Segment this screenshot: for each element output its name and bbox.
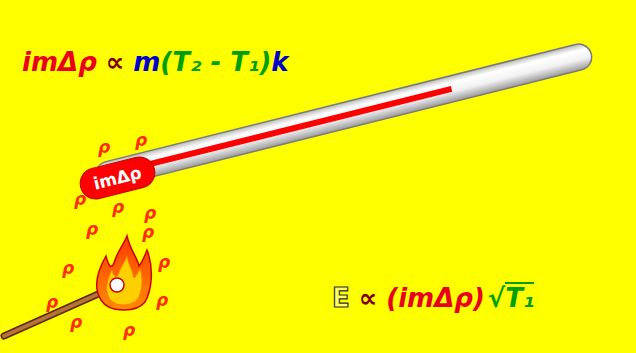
thermometer-tube <box>93 41 594 190</box>
formula-term: E <box>332 282 350 314</box>
formula-term: (imΔρ) <box>386 282 485 314</box>
formula-term: ∝ <box>359 282 378 314</box>
formula-term: T₁ <box>505 282 534 312</box>
formula: E ∝(imΔρ)√T₁ <box>332 282 534 314</box>
formula-term: ∝ <box>106 46 125 78</box>
formula-term: (T₂ - T₁) <box>160 46 271 78</box>
thermometer-bulb: imΔρ <box>76 153 158 203</box>
formula-term: √ <box>488 282 505 314</box>
rho-symbol: ρ <box>46 292 58 312</box>
rho-symbol: ρ <box>156 290 168 310</box>
formula-term: m <box>133 46 160 78</box>
rho-symbol: ρ <box>86 219 98 239</box>
rho-symbol: ρ <box>98 137 110 157</box>
formula: imΔρ ∝m(T₂ - T₁)k <box>22 46 289 78</box>
rho-symbol: ρ <box>135 130 147 150</box>
rho-symbol: ρ <box>112 197 124 217</box>
rho-symbol: ρ <box>158 252 170 272</box>
rho-symbol: ρ <box>144 203 156 223</box>
rho-symbol: ρ <box>123 320 135 340</box>
formula-term: k <box>271 46 288 78</box>
bulb-label: imΔρ <box>91 162 143 193</box>
formula-term: imΔρ <box>22 46 97 78</box>
match-head <box>110 278 124 292</box>
flame <box>97 236 152 310</box>
rho-symbol: ρ <box>70 312 82 332</box>
rho-symbol: ρ <box>62 258 74 278</box>
rho-symbol: ρ <box>142 222 154 242</box>
